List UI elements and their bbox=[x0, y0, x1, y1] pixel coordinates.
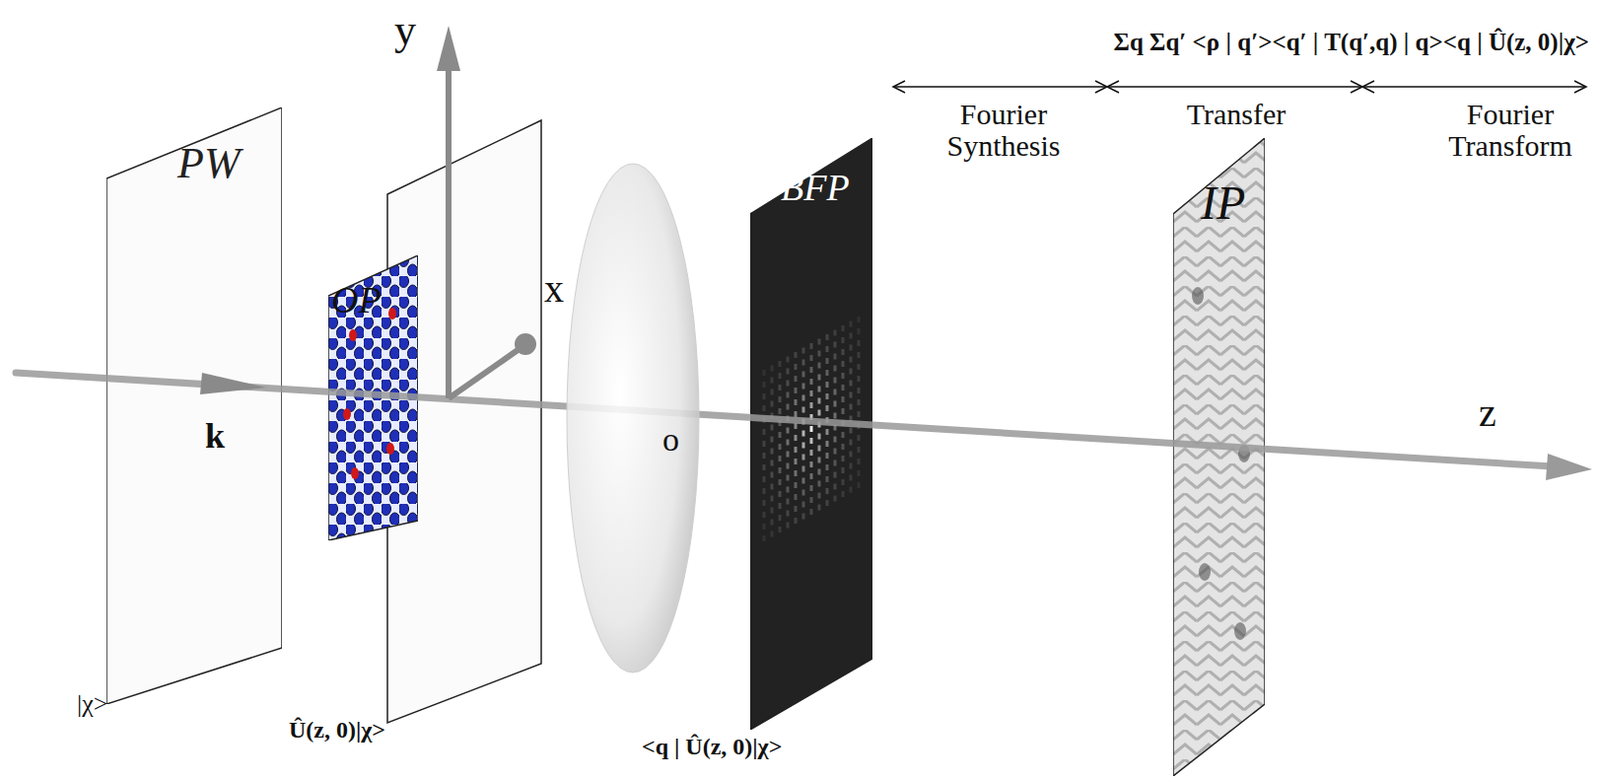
step-label: Fourier Transform bbox=[1426, 98, 1595, 161]
axis-label: x bbox=[544, 268, 564, 310]
step-label: Transfer bbox=[1152, 98, 1321, 131]
image-plane: PW bbox=[106, 107, 282, 704]
axis-label: y bbox=[394, 7, 417, 54]
state-formula: |χ> bbox=[76, 690, 108, 717]
plane-label: BFP bbox=[780, 165, 850, 209]
state-formula: Σq Σq′ <ρ | q′><q′ | T(q′,q) | q><q | Û(… bbox=[1113, 29, 1590, 56]
plane-label: OP bbox=[331, 278, 382, 322]
plane-outline bbox=[750, 138, 873, 730]
axis-label: o bbox=[662, 421, 680, 458]
plane-label: IP bbox=[1200, 175, 1246, 230]
plane-label: PW bbox=[177, 138, 241, 189]
plane-outline bbox=[1173, 138, 1265, 776]
lens bbox=[566, 163, 699, 673]
state-formula: <q | Û(z, 0)|χ> bbox=[641, 734, 782, 760]
image-plane: OP bbox=[328, 255, 418, 541]
step-label: Fourier Synthesis bbox=[919, 98, 1088, 161]
state-formula: Û(z, 0)|χ> bbox=[288, 717, 386, 743]
image-plane: IP bbox=[1173, 138, 1265, 776]
axis-label: z bbox=[1478, 392, 1497, 434]
plane-outline bbox=[106, 107, 282, 704]
image-plane: BFP bbox=[750, 138, 873, 730]
